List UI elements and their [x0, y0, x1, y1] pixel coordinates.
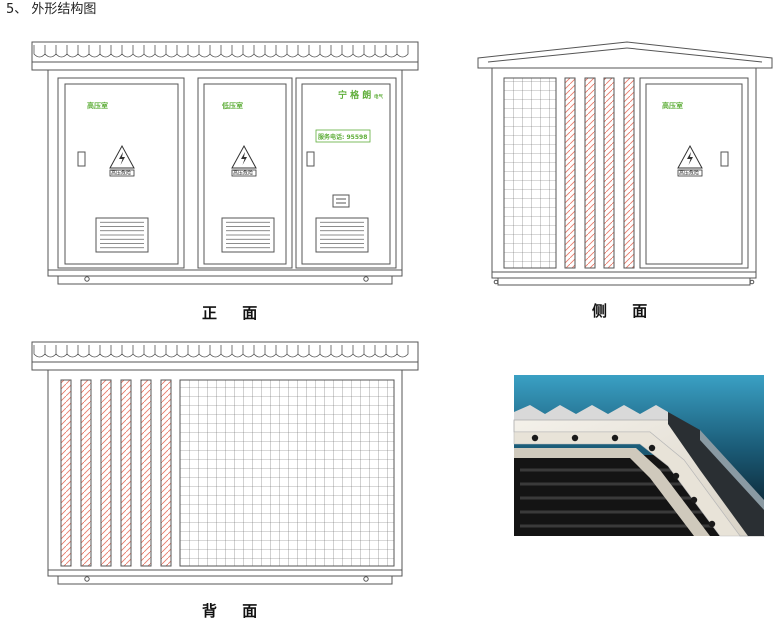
- corner-detail-photo: [513, 375, 765, 537]
- front-base: [47, 269, 403, 277]
- front-roof: [31, 41, 419, 63]
- back-caption: 背 面: [202, 602, 267, 620]
- high-voltage-warning-icon: [109, 144, 135, 177]
- back-eave: [31, 361, 419, 371]
- front-plinth: [57, 275, 393, 285]
- front-louver-hv: [95, 217, 149, 253]
- side-view: [477, 41, 773, 286]
- bolt-hole-icon: [648, 444, 656, 452]
- bolt-icon: [749, 279, 755, 285]
- front-door-lv: [197, 77, 293, 269]
- door-handle: [77, 151, 86, 167]
- side-door: [639, 77, 749, 269]
- high-voltage-warning-icon: [677, 144, 703, 177]
- vent-stripe: [584, 77, 596, 269]
- back-vent-stripes: [60, 379, 172, 567]
- side-grid-panel: [503, 77, 557, 269]
- high-voltage-warning-icon: [231, 144, 257, 177]
- vent-stripe: [120, 379, 132, 567]
- door-handle: [720, 151, 729, 167]
- bolt-hole-icon: [531, 434, 539, 442]
- vent-stripe: [80, 379, 92, 567]
- side-base: [491, 271, 757, 279]
- front-louver-lv: [221, 217, 275, 253]
- side-vent-stripes: [564, 77, 635, 269]
- vent-stripe: [603, 77, 615, 269]
- warning-text: 高压危险: [111, 170, 131, 177]
- bolt-hole-icon: [690, 496, 698, 504]
- back-view: [31, 341, 419, 585]
- bolt-hole-icon: [708, 520, 716, 528]
- front-roof-scallops: [33, 45, 409, 58]
- side-caption: 侧 面: [592, 302, 657, 320]
- side-hv-label: 高压室: [662, 101, 683, 110]
- back-base: [47, 569, 403, 577]
- meter-window: [332, 194, 350, 208]
- bolt-icon: [363, 576, 369, 582]
- brand-suffix: 电气: [374, 93, 383, 100]
- vent-stripe: [100, 379, 112, 567]
- vent-stripe: [60, 379, 72, 567]
- back-roof: [31, 341, 419, 363]
- door-handle: [306, 151, 315, 167]
- vent-stripe: [140, 379, 152, 567]
- back-plinth: [57, 575, 393, 585]
- bolt-hole-icon: [672, 472, 680, 480]
- front-caption: 正 面: [202, 304, 267, 322]
- bolt-icon: [493, 279, 499, 285]
- front-door-meter: [295, 77, 397, 269]
- back-grid-panel: [179, 379, 395, 567]
- bolt-hole-icon: [611, 434, 619, 442]
- vent-stripe: [623, 77, 635, 269]
- front-door-hv: [57, 77, 185, 269]
- bolt-hole-icon: [571, 434, 579, 442]
- vent-stripe: [160, 379, 172, 567]
- front-lv-label: 低压室: [221, 101, 243, 110]
- bolt-icon: [84, 576, 90, 582]
- warning-text: 高压危险: [679, 170, 699, 177]
- brand-name: 宁 格 朗: [338, 89, 371, 101]
- side-plinth: [497, 277, 751, 286]
- front-view: [31, 41, 419, 285]
- sheet-heading: 5、 外形结构图: [6, 2, 96, 17]
- back-roof-scallops: [33, 345, 409, 358]
- service-tel-plate: [315, 129, 371, 143]
- bolt-icon: [363, 276, 369, 282]
- front-eave: [31, 61, 419, 71]
- side-gable-roof: [477, 41, 773, 69]
- warning-text: 高压危险: [233, 170, 253, 177]
- front-louver-meter: [315, 217, 369, 253]
- vent-stripe: [564, 77, 576, 269]
- front-hv-label: 高压室: [87, 101, 108, 110]
- bolt-icon: [84, 276, 90, 282]
- service-tel: 服务电话: 95598: [318, 133, 367, 141]
